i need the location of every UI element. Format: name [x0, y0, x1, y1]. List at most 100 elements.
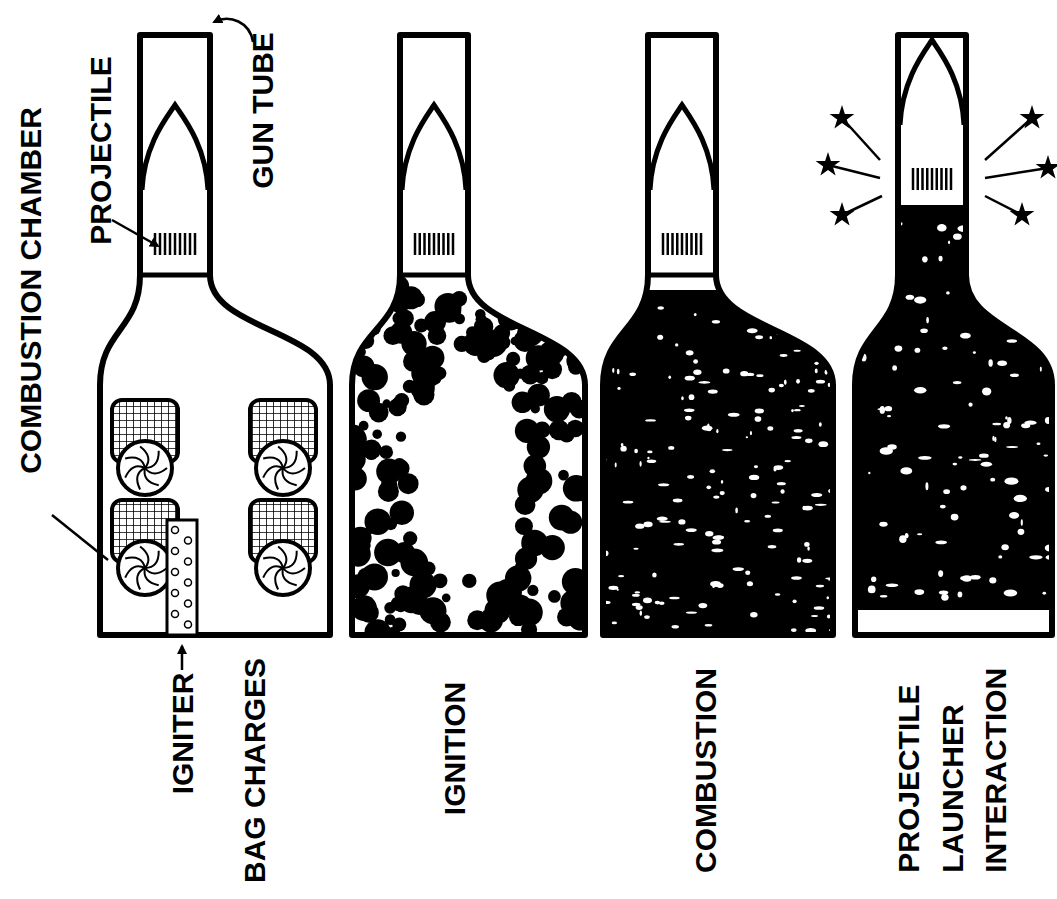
part-label: PROJECTILE [84, 56, 117, 244]
projectile-base [898, 208, 966, 213]
rotating-band [936, 168, 939, 190]
star-burst [816, 152, 841, 176]
rotating-band [667, 233, 670, 255]
star-burst [830, 105, 855, 129]
rotating-band [184, 233, 187, 255]
force-line [985, 168, 1048, 178]
leader-arrow [181, 646, 184, 670]
swirl [263, 558, 283, 568]
rotating-band [917, 168, 920, 190]
gun-outline [100, 35, 330, 635]
part-label: GUN TUBE [245, 32, 278, 189]
swirl [125, 466, 145, 477]
rotating-band [438, 233, 441, 255]
part-label: BAG CHARGES [238, 657, 271, 882]
igniter-pellet [185, 600, 192, 607]
force-line [985, 118, 1032, 160]
rotating-band [447, 233, 450, 255]
gun-outline [603, 35, 833, 635]
swirl [145, 568, 159, 585]
chamber-throat [898, 273, 966, 277]
projectile-nose [142, 105, 208, 190]
swirl [275, 568, 283, 589]
projectile-nose [402, 105, 466, 190]
rotating-band [164, 233, 167, 255]
swirl [283, 551, 297, 568]
swirl [145, 568, 167, 573]
rotating-band [452, 233, 455, 255]
gun-outline [352, 35, 585, 635]
swirl [263, 458, 283, 468]
star-burst [830, 202, 855, 226]
rotating-band [695, 233, 698, 255]
stage-label: COMBUSTION [689, 668, 722, 873]
swirl [137, 468, 145, 489]
projectile-nose [900, 40, 964, 125]
rotating-band [428, 233, 431, 255]
rotating-band [159, 233, 162, 255]
rotating-band [414, 233, 417, 255]
rotating-band [179, 233, 182, 255]
igniter-pellet [185, 537, 192, 544]
swirl [140, 547, 148, 568]
projectile-base [648, 273, 716, 278]
swirl [283, 451, 297, 468]
rotating-band [169, 233, 172, 255]
swirl [283, 568, 305, 573]
swirl [145, 468, 159, 485]
leader-line [112, 220, 158, 246]
projectile-base [400, 273, 468, 278]
swirl [140, 447, 148, 468]
rotating-band [940, 168, 943, 190]
rotating-band [926, 168, 929, 190]
igniter-pellet [172, 590, 179, 597]
rotating-band [681, 233, 684, 255]
projectile-base [140, 273, 210, 278]
force-line [828, 165, 880, 178]
rotating-band [690, 233, 693, 255]
chamber-throat [400, 273, 468, 277]
rotating-band [931, 168, 934, 190]
igniter-pellet [172, 548, 179, 555]
swirl [278, 547, 286, 568]
igniter [167, 520, 197, 635]
bag-end [118, 441, 172, 495]
swirl [125, 566, 145, 577]
igniter-pellet [172, 569, 179, 576]
leader-line [52, 515, 108, 560]
bag-end [256, 541, 310, 595]
part-label: IGNITER [166, 672, 199, 794]
rotating-band [442, 233, 445, 255]
projectile-nose [650, 105, 714, 190]
star-burst [1020, 105, 1045, 129]
swirl [137, 568, 145, 589]
rotating-band [950, 168, 953, 190]
rotating-band [189, 233, 192, 255]
igniter-pellet [172, 527, 179, 534]
bag-end [256, 441, 310, 495]
swirl [278, 447, 286, 468]
rotating-band [671, 233, 674, 255]
stage-label: IGNITION [439, 681, 472, 814]
part-label: COMBUSTION CHAMBER [14, 107, 47, 474]
swirl [263, 566, 283, 577]
igniter-pellet [185, 558, 192, 565]
rotating-band [423, 233, 426, 255]
bag-end [118, 541, 172, 595]
rotating-band [662, 233, 665, 255]
chamber-throat [648, 273, 716, 277]
rotating-band [912, 168, 915, 190]
rotating-band [686, 233, 689, 255]
swirl [283, 568, 297, 585]
rotating-band [419, 233, 422, 255]
swirl [283, 468, 305, 473]
igniter-pellet [185, 579, 192, 586]
rotating-band [676, 233, 679, 255]
star-burst [1036, 155, 1057, 179]
swirl [145, 451, 159, 468]
rotating-band [174, 233, 177, 255]
swirl [263, 466, 283, 477]
rotating-band [194, 233, 197, 255]
swirl [145, 551, 159, 568]
gun-outline [855, 35, 1052, 635]
